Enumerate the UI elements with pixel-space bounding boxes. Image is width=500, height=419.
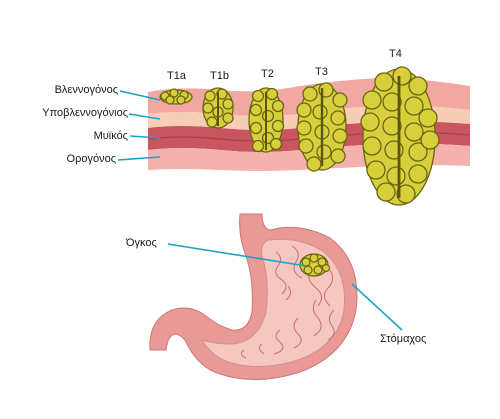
stage-label-t1b: T1b	[210, 70, 229, 82]
stomach-leaders	[167, 243, 403, 331]
tumor-t4	[360, 66, 440, 206]
label-tumor: Όγκος	[126, 237, 157, 249]
tumor-t1a	[159, 88, 193, 105]
layer-leaders	[117, 90, 161, 161]
leader-serosa	[117, 156, 161, 161]
label-mucosa: Βλεννογόνος	[54, 84, 118, 96]
label-muscle: Μυϊκός	[93, 130, 128, 142]
label-stomach: Στόμαχος	[380, 333, 427, 345]
leader-muscle	[129, 135, 161, 139]
tumor-t3	[296, 82, 348, 172]
stage-label-t4: T4	[389, 48, 402, 60]
leader-mucosa	[119, 90, 161, 101]
leader-submucosa	[128, 113, 161, 120]
stomach	[149, 213, 358, 380]
label-serosa: Ορογόνος	[66, 153, 116, 165]
stage-label-t3: T3	[315, 66, 328, 78]
tumor-t2	[248, 87, 285, 153]
label-submucosa: Υποβλεννογόνιος	[42, 107, 128, 119]
stomach-tumor	[299, 253, 331, 277]
leader-stomach	[351, 283, 403, 331]
tumor-t1b	[202, 87, 234, 129]
leader-tumor	[167, 243, 307, 267]
stage-label-t1a: T1a	[167, 70, 186, 82]
stage-label-t2: T2	[261, 68, 274, 80]
tumors	[159, 66, 440, 206]
